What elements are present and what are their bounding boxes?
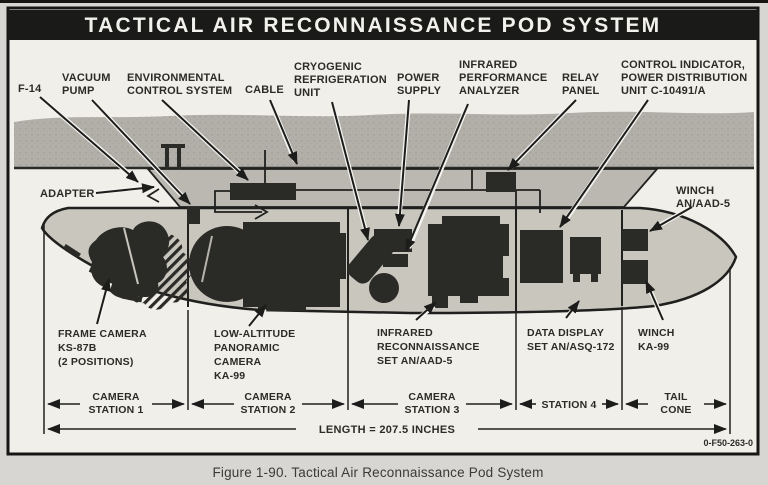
power-supply-shape [374,229,412,252]
svg-text:UNIT: UNIT [294,87,321,99]
title-text: TACTICAL AIR RECONNAISSANCE POD SYSTEM [85,14,662,37]
power-supply-label: POWER [397,72,440,84]
svg-text:KA-99: KA-99 [214,370,245,382]
leader-arrows [38,95,694,328]
ir-analyzer-label: INFRARED [459,59,517,71]
env-control-shape [230,183,296,200]
svg-text:ANALYZER: ANALYZER [459,85,519,97]
svg-text:UNIT C-10491/A: UNIT C-10491/A [621,85,706,97]
airflow-arrow-right [254,204,269,220]
relay-panel-label: RELAY [562,72,600,84]
svg-text:SET AN/ASQ-172: SET AN/ASQ-172 [527,341,615,353]
winch-ka99-label: WINCH [638,327,675,339]
svg-text:AN/AAD-5: AN/AAD-5 [676,198,730,210]
svg-text:STATION 2: STATION 2 [240,404,295,416]
cryo-unit-shape [347,234,399,303]
cable-label: CABLE [245,84,284,96]
station1-label: CAMERA [92,391,139,403]
antenna-shapes [161,144,185,169]
station2-label: CAMERA [244,391,291,403]
airflow-arrow-left [146,188,160,203]
svg-text:CONE: CONE [660,404,691,416]
control-indicator-label: CONTROL INDICATOR, [621,59,745,71]
title-bar [8,10,758,40]
svg-text:PUMP: PUMP [62,85,95,97]
figure-caption: Figure 1-90. Tactical Air Reconnaissance… [212,465,543,480]
relay-panel-shape [486,172,516,192]
svg-text:POWER DISTRIBUTION: POWER DISTRIBUTION [621,72,747,84]
cryo-label: CRYOGENIC [294,61,362,73]
svg-text:KA-99: KA-99 [638,341,669,353]
f14-belly [14,111,754,170]
pylon-equipment [146,144,541,224]
svg-text:STATION 1: STATION 1 [88,404,143,416]
svg-text:CONTROL SYSTEM: CONTROL SYSTEM [127,85,232,97]
adapter-label: ADAPTER [40,188,95,200]
svg-text:PANEL: PANEL [562,85,600,97]
data-display-shape [520,230,601,283]
env-control-label: ENVIRONMENTAL [127,72,225,84]
ecs-duct [214,190,262,213]
svg-text:SET AN/AAD-5: SET AN/AAD-5 [377,355,453,367]
svg-text:KS-87B: KS-87B [58,342,97,354]
drawing-number: 0-F50-263-0 [703,438,753,448]
panoramic-camera-shape [189,222,346,311]
station3-label: CAMERA [408,391,455,403]
svg-text:STATION 3: STATION 3 [404,404,459,416]
f14-label: F-14 [18,83,42,95]
svg-text:CAMERA: CAMERA [214,356,261,368]
svg-text:SUPPLY: SUPPLY [397,85,442,97]
station-dimensions: CAMERA STATION 1 CAMERA STATION 2 CAMERA… [47,391,727,416]
winch-aad5-label: WINCH [676,185,714,197]
svg-text:PANORAMIC: PANORAMIC [214,342,280,354]
svg-text:PERFORMANCE: PERFORMANCE [459,72,547,84]
length-dimension: LENGTH = 207.5 INCHES [47,424,727,436]
pano-camera-label: LOW-ALTITUDE [214,328,295,340]
extension-lines [43,224,731,434]
svg-text:RECONNAISSANCE: RECONNAISSANCE [377,341,480,353]
station4-label: STATION 4 [541,399,596,411]
frame-camera-label: FRAME CAMERA [58,328,147,340]
length-label: LENGTH = 207.5 INCHES [319,424,455,436]
ir-recon-set-shape [428,216,509,308]
ir-recon-label: INFRARED [377,327,433,339]
svg-text:(2 POSITIONS): (2 POSITIONS) [58,356,134,368]
top-rule [0,0,768,3]
vacuum-pump-shape [187,207,200,224]
data-display-label: DATA DISPLAY [527,327,604,339]
callout-labels: F-14 VACUUM PUMP ENVIRONMENTAL CONTROL S… [18,59,747,382]
winch-shapes [622,229,648,284]
tail-cone-label: TAIL [664,391,688,403]
ir-analyzer-shape [383,254,408,267]
svg-text:REFRIGERATION: REFRIGERATION [294,74,387,86]
vacuum-pump-label: VACUUM [62,72,111,84]
